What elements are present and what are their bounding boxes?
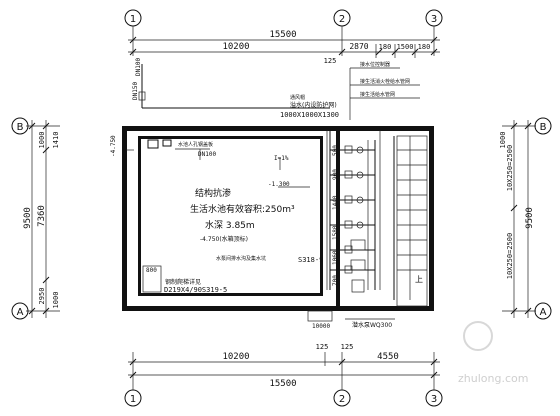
floor-drain-spec: S318-9 bbox=[298, 256, 323, 264]
axis-bubble-2-top: 2 bbox=[333, 9, 351, 27]
right-dimension-lines bbox=[502, 120, 536, 318]
pump-dim-700: 700 bbox=[332, 275, 339, 286]
svg-text:B: B bbox=[17, 122, 24, 133]
left-dimension-lines bbox=[26, 120, 60, 318]
ladder-spec: D219X4/90S319-5 bbox=[164, 286, 227, 294]
axis-bubble-A-right: A bbox=[534, 302, 552, 320]
dim-left-top-b: 1410 bbox=[52, 132, 60, 149]
vent-note: 通风帽 bbox=[290, 94, 305, 101]
dim-top-total: 15500 bbox=[269, 30, 296, 40]
dim-bottom-seg3: 125 bbox=[316, 343, 329, 351]
tank-title-line1: 结构抗渗 bbox=[195, 187, 231, 199]
inlet-pipe bbox=[138, 64, 330, 109]
axis-bubble-1-top: 1 bbox=[124, 9, 142, 27]
pump-dim-1440: 1440 bbox=[332, 195, 339, 210]
overflow-note: 溢水(内设防护网) bbox=[290, 101, 337, 109]
tank-title-line2: 生活水池有效容积:250m³ bbox=[190, 203, 295, 215]
pump-dim-1060: 1060 bbox=[332, 250, 339, 265]
axis-bubble-1-bottom: 1 bbox=[124, 389, 142, 407]
inlet-pipe-label: DN150 bbox=[132, 82, 139, 100]
dim-right-total: 9500 bbox=[525, 207, 535, 229]
dim-left-total: 9500 bbox=[23, 207, 33, 229]
pump-room-note: 潜水泵WQ300 bbox=[352, 321, 392, 329]
dim-top-seg2: 2870 bbox=[349, 42, 368, 51]
left-wall-mark: -4.750 bbox=[110, 135, 117, 157]
pump-dim-1580: 1580 bbox=[332, 225, 339, 240]
svg-text:B: B bbox=[540, 122, 547, 133]
axis-bubble-3-top: 3 bbox=[425, 9, 443, 27]
stair-up-mark: 上 bbox=[415, 275, 423, 284]
tank-elevation-note: -4.750(水箱顶标) bbox=[200, 235, 248, 243]
vent-symbol bbox=[162, 139, 172, 147]
ladder-note: 钢制爬梯详见 bbox=[165, 278, 201, 286]
dim-top-seg1: 10200 bbox=[222, 42, 249, 52]
dim-right-upper: 1000 bbox=[499, 132, 507, 149]
svg-text:A: A bbox=[17, 307, 24, 318]
dim-bottom-seg4: 125 bbox=[341, 343, 354, 351]
dim-bottom-seg1: 10200 bbox=[222, 352, 249, 362]
svg-text:3: 3 bbox=[431, 394, 437, 405]
manhole-size: 1000X1000X1300 bbox=[280, 111, 339, 119]
pump-dim-500: 500 bbox=[332, 145, 339, 156]
dim-left-top-a: 1000 bbox=[38, 132, 46, 149]
watermark-text: zhulong.com bbox=[458, 372, 528, 385]
dim-left-inner: 7360 bbox=[37, 205, 47, 227]
scale-10000: 10000 bbox=[312, 323, 330, 330]
svg-text:2: 2 bbox=[339, 14, 345, 25]
drain-pit-note: 水泵间排水沟及集水坑 bbox=[216, 255, 266, 262]
dim-left-bottom-a: 2950 bbox=[38, 288, 46, 305]
axis-bubble-B-left: B bbox=[11, 117, 29, 135]
top-dimension-lines bbox=[128, 26, 440, 58]
scale-800: 800 bbox=[146, 267, 157, 274]
tank-walls bbox=[138, 126, 340, 311]
svg-text:A: A bbox=[540, 307, 547, 318]
inlet-pipe-label-2: DN100 bbox=[135, 58, 142, 76]
dim-top-seg5: 180 bbox=[418, 43, 431, 51]
elevation-top: I=1% bbox=[274, 155, 289, 162]
dim-top-small: 125 bbox=[324, 57, 337, 65]
dim-top-seg3: 180 bbox=[379, 43, 392, 51]
svg-text:2: 2 bbox=[339, 394, 345, 405]
dim-left-bottom-b: 1000 bbox=[52, 292, 60, 309]
access-cover-symbol bbox=[147, 139, 159, 149]
pump-label-a: 接水位控制器 bbox=[360, 61, 390, 68]
elevation-mid: -1.300 bbox=[268, 181, 290, 188]
dim-right-stair-upper: 10X250=2500 bbox=[506, 145, 514, 191]
watermark-logo bbox=[463, 321, 493, 351]
pump-manifold bbox=[326, 130, 395, 300]
axis-bubble-B-right: B bbox=[534, 117, 552, 135]
bottom-dimension-lines bbox=[128, 352, 440, 390]
tank-water-depth: 水深 3.85m bbox=[205, 219, 255, 231]
dim-top-seg4: 1500 bbox=[397, 43, 414, 51]
dim-bottom-total: 15500 bbox=[269, 379, 296, 389]
pipe-label-dn100: DN100 bbox=[198, 151, 216, 158]
access-cover-label: 水池人孔钢盖板 bbox=[178, 141, 213, 148]
pump-label-b: 接生活给水管网 bbox=[360, 91, 395, 98]
dim-right-stair-lower: 10X250=2500 bbox=[506, 233, 514, 279]
axis-bubble-2-bottom: 2 bbox=[333, 389, 351, 407]
pump-label-c: 接生活消火栓给水管网 bbox=[360, 78, 410, 85]
axis-bubble-A-left: A bbox=[11, 302, 29, 320]
pipe-leaders-top-right bbox=[349, 67, 420, 120]
svg-text:1: 1 bbox=[130, 14, 136, 25]
pump-dim-900: 900 bbox=[332, 169, 339, 180]
staircase bbox=[396, 135, 428, 307]
svg-text:1: 1 bbox=[130, 394, 136, 405]
axis-bubble-3-bottom: 3 bbox=[425, 389, 443, 407]
dim-bottom-seg2: 4550 bbox=[377, 352, 399, 362]
svg-text:3: 3 bbox=[431, 14, 437, 25]
building-outer-walls bbox=[122, 126, 434, 311]
